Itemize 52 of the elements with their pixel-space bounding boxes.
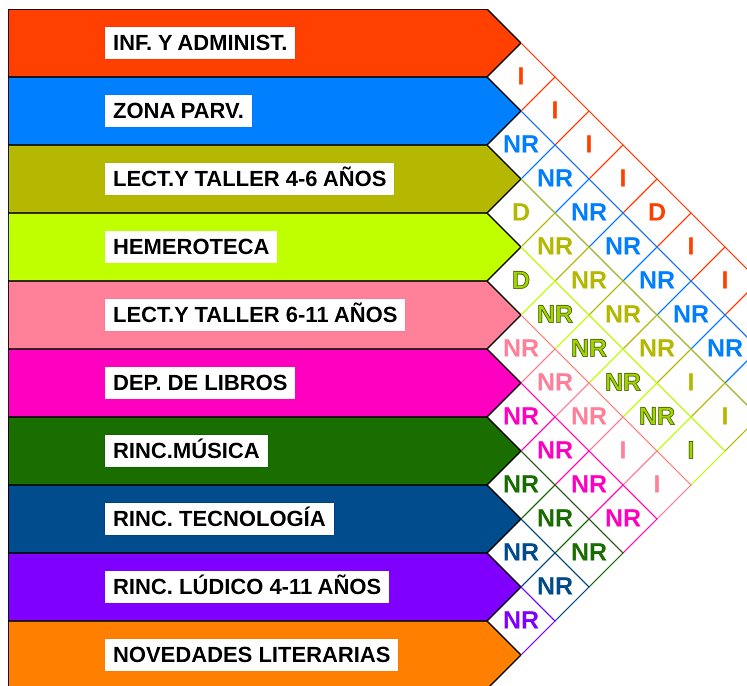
relation-code: NR xyxy=(570,200,608,226)
relation-code: NR xyxy=(570,336,608,362)
band-label: DEP. DE LIBROS xyxy=(105,367,296,399)
relation-code: I xyxy=(688,234,694,260)
relation-code: NR xyxy=(502,472,540,498)
relation-code: NR xyxy=(502,608,540,634)
relation-code: I xyxy=(722,404,728,430)
relation-code: NR xyxy=(536,506,574,532)
relation-code: NR xyxy=(570,404,608,430)
relation-code: NR xyxy=(638,336,676,362)
relation-code: I xyxy=(518,64,524,90)
relation-code: I xyxy=(654,472,660,498)
relation-code: I xyxy=(552,98,558,124)
relation-code: NR xyxy=(604,506,642,532)
relation-code: D xyxy=(512,200,530,226)
relation-code: NR xyxy=(638,268,676,294)
relation-code: I xyxy=(688,370,694,396)
band-label: RINC.MÚSICA xyxy=(105,435,268,467)
relation-code: D xyxy=(648,200,666,226)
relation-code: NR xyxy=(502,540,540,566)
band-label: ZONA PARV. xyxy=(105,95,252,127)
relation-code: NR xyxy=(570,268,608,294)
relation-code: NR xyxy=(536,234,574,260)
relation-code: I xyxy=(688,438,694,464)
band-label: RINC. TECNOLOGÍA xyxy=(105,503,334,535)
relation-code: NR xyxy=(536,438,574,464)
relation-code: NR xyxy=(638,404,676,430)
relation-code: I xyxy=(620,166,626,192)
band-label: LECT.Y TALLER 6-11 AÑOS xyxy=(105,299,406,331)
band-label: NOVEDADES LITERARIAS xyxy=(105,639,398,671)
relation-code: D xyxy=(512,268,530,294)
relation-code: NR xyxy=(502,404,540,430)
relation-code: NR xyxy=(536,166,574,192)
relation-code: NR xyxy=(604,234,642,260)
band-label: LECT.Y TALLER 4-6 AÑOS xyxy=(105,163,394,195)
band-label: INF. Y ADMINIST. xyxy=(105,27,296,59)
relation-code: NR xyxy=(536,370,574,396)
relation-code: NR xyxy=(672,302,710,328)
relation-code: NR xyxy=(604,302,642,328)
relation-code: NR xyxy=(570,540,608,566)
relation-code: I xyxy=(586,132,592,158)
relation-code: NR xyxy=(536,302,574,328)
relation-code: NR xyxy=(502,132,540,158)
relation-code: NR xyxy=(604,370,642,396)
relation-code: NR xyxy=(536,574,574,600)
relation-code: NR xyxy=(502,336,540,362)
band-label: HEMEROTECA xyxy=(105,231,278,263)
relation-code: I xyxy=(722,268,728,294)
relation-code: NR xyxy=(706,336,744,362)
band-label: RINC. LÚDICO 4-11 AÑOS xyxy=(105,571,390,603)
relation-code: I xyxy=(620,438,626,464)
relation-code: NR xyxy=(570,472,608,498)
